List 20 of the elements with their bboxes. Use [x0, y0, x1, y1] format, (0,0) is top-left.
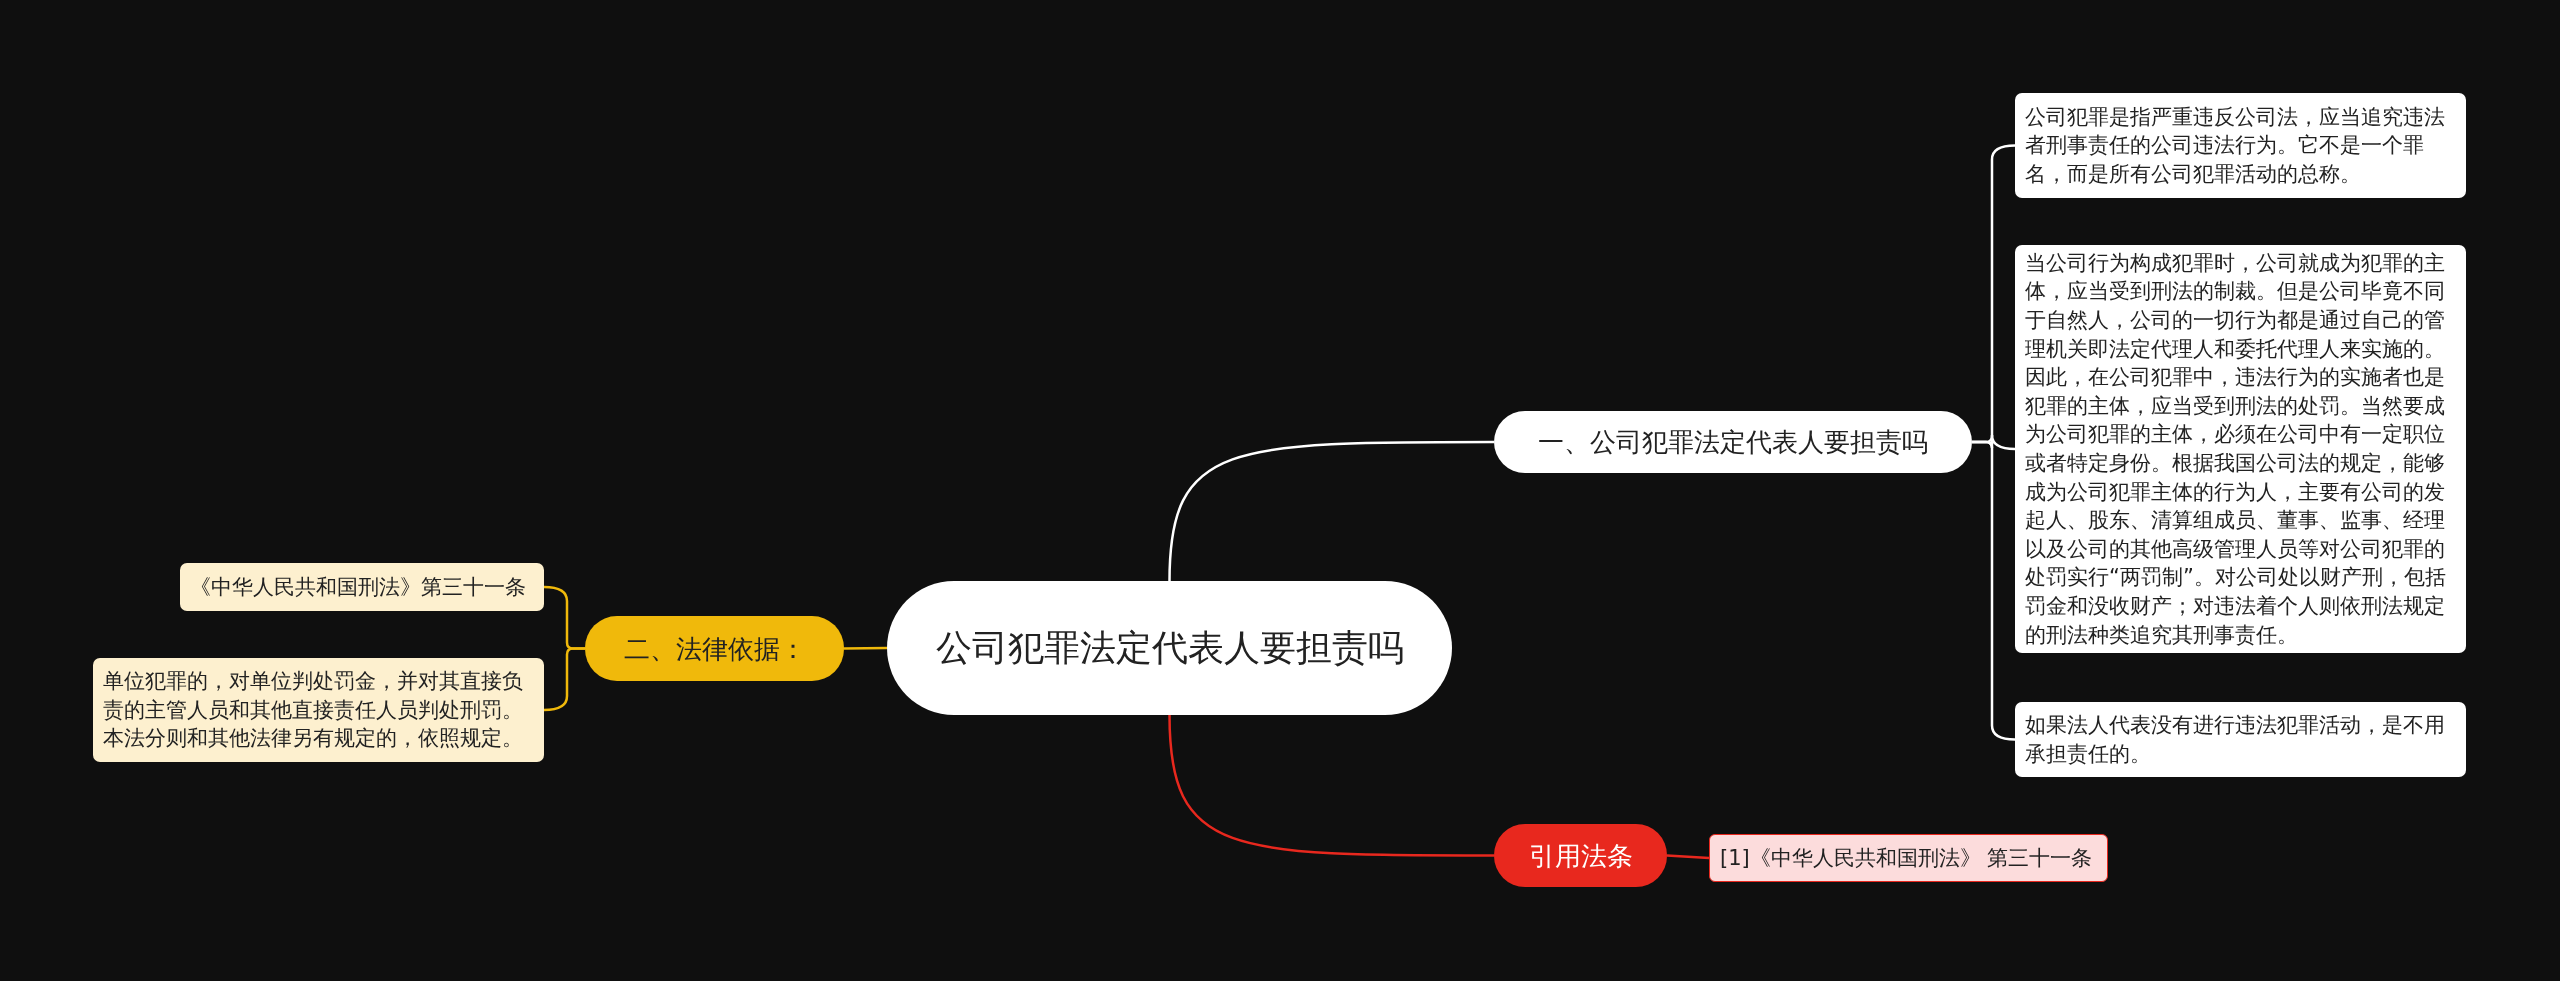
card-text: 《中华人民共和国刑法》第三十一条 — [190, 573, 526, 601]
text-card — [93, 658, 544, 762]
card-text: 如果法人代表没有进行违法犯罪活动，是不用承担责任的。 — [2025, 711, 2446, 768]
connector-line — [844, 646, 887, 650]
connector-line — [1666, 854, 1710, 860]
topic-label: 引用法条 — [1528, 839, 1633, 873]
connector-line — [1168, 440, 1494, 582]
card-text: [1]《中华人民共和国刑法》 第三十一条 — [1720, 845, 2093, 872]
topic-label: 一、公司犯罪法定代表人要担责吗 — [1538, 426, 1928, 459]
card-text: 当公司行为构成犯罪时，公司就成为犯罪的主体，应当受到刑法的制裁。但是公司毕竟不同于自然人，公司的一切行为都是通过自己的管理机关即法定代理人和委托代理人来实施的。因此，在公司犯罪中，违法行为的实施者也是犯罪的主体，应当受到刑法的处罚。当然要成为公司犯罪的主体，必须在公司中有一定职位或者特定身份。根据我国公司法的规定，能够成为公司犯罪主体的行为人，主要有公司的发起人、股东、清算组成员、董事、监事、经理以及公司的其他高级管理人员等对公司犯罪的处罚实行“两罚制”。对公司处以财产刑，包括罚金和没收财产；对违法着个人则依刑法规定的刑法种类追究其刑事责任。 — [2025, 249, 2447, 649]
topic-label: 二、法律依据： — [623, 632, 806, 666]
topic-title: 公司犯罪法定代表人要担责吗 — [935, 626, 1404, 670]
text-card — [2015, 93, 2466, 198]
connector-line — [1168, 714, 1494, 857]
text-card — [1709, 834, 2108, 882]
connector-line — [543, 647, 585, 712]
text-card — [180, 563, 544, 611]
text-card — [2015, 702, 2466, 777]
card-text: 公司犯罪是指严重违反公司法，应当追究违法者刑事责任的公司违法行为。它不是一个罪名，而是所有公司犯罪活动的总称。 — [2025, 103, 2446, 188]
card-text: 单位犯罪的，对单位判处罚金，并对其直接负责的主管人员和其他直接责任人员判处刑罚。本法分则和其他法律另有规定的，依照规定。 — [103, 668, 524, 753]
